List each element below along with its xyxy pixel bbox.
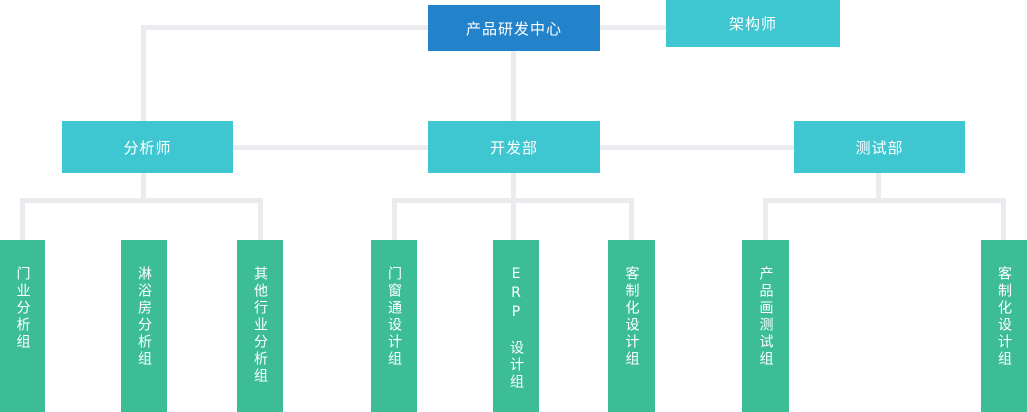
node-label: 产品研发中心 [465, 19, 562, 38]
node-label: 门窗通设计组 [386, 266, 402, 368]
node-team-erp-design[interactable]: ERP 设计组 [493, 240, 539, 412]
connector-analyst-child-right [258, 198, 263, 240]
connector-root-to-analyst-horizontal [141, 25, 430, 30]
node-team-custom-design-test[interactable]: 客制化设计组 [981, 240, 1027, 412]
node-label: ERP 设计组 [508, 266, 524, 391]
connector-test-child-right [1001, 198, 1006, 240]
node-label: 其他行业分析组 [252, 266, 268, 385]
node-label: 开发部 [489, 138, 538, 157]
connector-dev-children-horizontal [392, 198, 634, 203]
node-product-rd-center[interactable]: 产品研发中心 [428, 5, 600, 51]
node-architect[interactable]: 架构师 [666, 0, 840, 47]
node-team-other-industry-analysis[interactable]: 其他行业分析组 [237, 240, 283, 412]
node-label: 淋浴房分析组 [136, 266, 152, 368]
node-dev-dept[interactable]: 开发部 [428, 121, 600, 173]
node-label: 客制化设计组 [623, 266, 640, 368]
connector-dev-child-right [629, 198, 634, 240]
node-label: 产品画测试组 [757, 266, 774, 368]
node-team-shower-analysis[interactable]: 淋浴房分析组 [121, 240, 167, 412]
node-test-dept[interactable]: 测试部 [794, 121, 965, 173]
node-label: 分析师 [123, 138, 172, 157]
node-analyst-dept[interactable]: 分析师 [62, 121, 233, 173]
connector-root-to-analyst-vertical [141, 25, 146, 121]
connector-analyst-children-horizontal [20, 198, 263, 203]
node-team-door-analysis[interactable]: 门业分析组 [0, 240, 45, 412]
connector-root-to-architect [600, 25, 666, 30]
node-label: 门业分析组 [14, 266, 31, 351]
connector-dev-child-middle [511, 173, 516, 240]
connector-test-children-horizontal [763, 198, 1006, 203]
connector-analyst-to-dev [233, 145, 428, 150]
node-label: 客制化设计组 [996, 266, 1012, 368]
node-label: 测试部 [855, 138, 904, 157]
node-team-custom-design-dev[interactable]: 客制化设计组 [608, 240, 655, 412]
node-team-door-window-design[interactable]: 门窗通设计组 [371, 240, 417, 412]
connector-test-stub [876, 173, 881, 198]
connector-analyst-stub [141, 173, 146, 198]
connector-analyst-child-left [20, 198, 25, 240]
node-team-product-drawing-test[interactable]: 产品画测试组 [742, 240, 789, 412]
node-label: 架构师 [728, 15, 777, 33]
connector-dev-child-left [392, 198, 397, 240]
connector-root-to-dev [511, 51, 516, 121]
connector-test-child-left [763, 198, 768, 240]
connector-dev-to-test [600, 145, 794, 150]
